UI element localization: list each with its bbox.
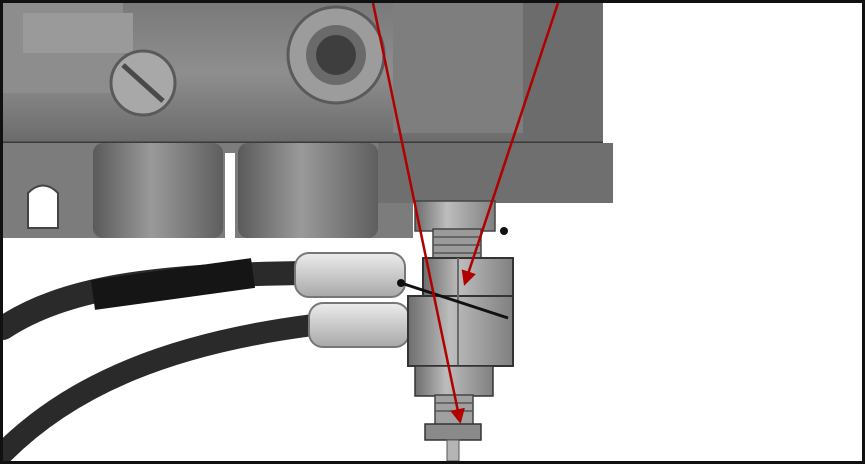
threaded-port xyxy=(286,5,386,105)
screw-head xyxy=(109,49,177,117)
thermocouple-wires xyxy=(3,258,324,461)
arrow-to-probe-tip xyxy=(371,3,465,424)
wire-connectors xyxy=(294,252,410,348)
annotation-arrows xyxy=(371,3,560,424)
valve-body xyxy=(3,3,603,193)
valve-flange xyxy=(3,143,613,238)
upper-fitting xyxy=(414,200,508,262)
arrow-to-hex-nut xyxy=(461,3,560,286)
hex-nut xyxy=(397,257,514,367)
photo-illustration xyxy=(3,3,862,461)
